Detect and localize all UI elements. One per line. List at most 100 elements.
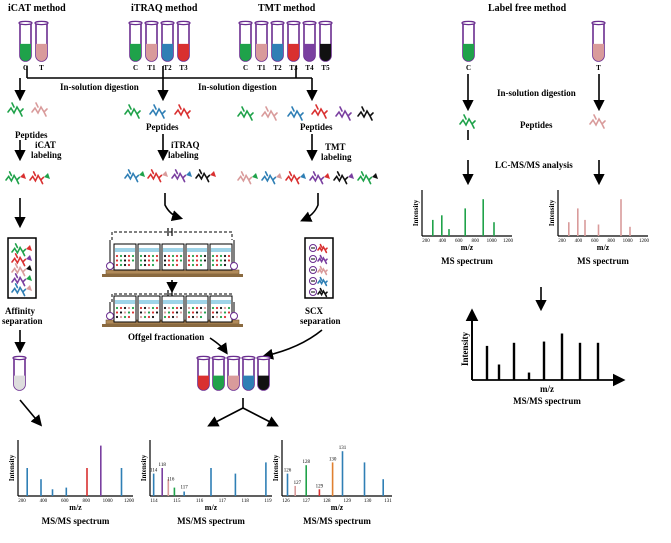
offgel-dot xyxy=(167,311,171,314)
offgel-dot xyxy=(223,311,227,314)
lcms-label: LC-MS/MS analysis xyxy=(495,160,573,170)
offgel-dot xyxy=(195,263,199,267)
tick-label: 129 xyxy=(343,499,351,504)
affinity-column xyxy=(7,237,37,299)
offgel-dot xyxy=(131,254,135,258)
offgel-dot xyxy=(187,259,191,262)
offgel-fraction-tube-3 xyxy=(226,355,241,391)
offgel-dot xyxy=(203,254,207,258)
offgel-dot xyxy=(203,306,207,310)
offgel-dot xyxy=(167,263,171,267)
peptide-glyph xyxy=(261,106,278,121)
tick-label: 115 xyxy=(173,499,181,504)
offgel-dot xyxy=(119,254,123,258)
scx-label-1: SCX xyxy=(305,306,324,316)
offgel-dot xyxy=(143,315,147,319)
peptide-glyph xyxy=(11,283,27,297)
tick-label: 200 xyxy=(18,499,26,504)
offgel-dot xyxy=(187,315,191,319)
offgel-dot xyxy=(223,259,227,262)
offgel-dot xyxy=(215,315,219,319)
spectrum-title: MS spectrum xyxy=(577,256,629,266)
tick-label: 128 xyxy=(323,499,331,504)
tick-label: 127 xyxy=(303,499,311,504)
peptide-glyph xyxy=(7,102,24,117)
peptide-glyph xyxy=(174,104,191,119)
spectrum-title: MS/MS spectrum xyxy=(513,396,581,406)
labelfree-arrows xyxy=(462,74,605,312)
y-axis-label: Intensity xyxy=(140,454,148,481)
offgel-dot xyxy=(175,254,179,258)
peptides-label-tmt: Peptides xyxy=(300,122,333,132)
y-axis-label: Intensity xyxy=(412,199,420,226)
offgel-dot xyxy=(199,259,203,262)
offgel-dot xyxy=(147,263,151,267)
tmt-tube-t5: T5 xyxy=(318,20,333,72)
itraq-labeling-2: labeling xyxy=(168,150,199,160)
peptide-glyph xyxy=(311,104,328,119)
peptide-glyph xyxy=(357,171,373,185)
offgel-dot xyxy=(195,254,199,258)
offgel-dot xyxy=(139,254,143,258)
fraction-tubes xyxy=(12,355,271,391)
icat-labeling-1: iCAT xyxy=(35,140,56,150)
tmt-tube-t4: T4 xyxy=(302,20,317,72)
peptide-glyph xyxy=(147,169,163,183)
tube-label: C xyxy=(133,64,138,72)
tube-label: C xyxy=(23,64,28,72)
tick-label: 1200 xyxy=(503,239,514,244)
offgel-dot xyxy=(179,259,183,262)
offgel-dot xyxy=(191,263,195,267)
offgel-dot xyxy=(139,311,143,314)
tube-label: T4 xyxy=(305,64,314,72)
peak-label: 127 xyxy=(294,481,302,486)
tube-label: T1 xyxy=(147,64,156,72)
offgel-dot xyxy=(187,306,191,310)
offgel-dot xyxy=(147,259,151,262)
offgel-dot xyxy=(215,254,219,258)
offgel-dot xyxy=(227,311,231,314)
offgel-dot xyxy=(223,315,227,319)
offgel-dot xyxy=(227,306,231,310)
tmt-labeling-2: labeling xyxy=(321,152,352,162)
offgel-dot xyxy=(143,259,147,262)
spectrum-arrows xyxy=(19,398,279,427)
tag-glyph xyxy=(300,173,306,179)
offgel-dot xyxy=(187,263,191,267)
scx-column xyxy=(304,237,334,299)
offgel-dot xyxy=(199,311,203,314)
peptide-glyphs xyxy=(7,102,606,129)
offgel-dot xyxy=(143,306,147,310)
peak-label: 129 xyxy=(316,484,324,489)
spectrum-title: MS/MS spectrum xyxy=(42,516,110,526)
offgel-dot xyxy=(175,263,179,267)
offgel-fraction-tube-2 xyxy=(211,355,226,391)
tube-label: T xyxy=(39,64,44,72)
offgel-dot xyxy=(147,315,151,319)
offgel-dot xyxy=(119,259,123,262)
offgel-dot xyxy=(123,306,127,310)
affinity-label-1: Affinity xyxy=(5,306,35,316)
offgel-dot xyxy=(223,306,227,310)
offgel-dot xyxy=(119,311,123,314)
offgel-dot xyxy=(191,306,195,310)
itraq-method-title: iTRAQ method xyxy=(131,3,198,14)
offgel-dot xyxy=(191,315,195,319)
tag-glyph xyxy=(252,173,258,179)
peptide-glyph xyxy=(195,169,211,183)
tag-glyph xyxy=(26,265,32,271)
offgel-dot xyxy=(155,259,159,262)
lf-digestion-label: In-solution digestion xyxy=(497,88,576,98)
tmt-method-title: TMT method xyxy=(258,3,316,14)
tube-label: C xyxy=(466,64,471,72)
tick-label: 1000 xyxy=(623,239,634,244)
tmt-labeling-1: TMT xyxy=(325,142,346,152)
tmt-tube-t3: T3 xyxy=(286,20,301,72)
offgel-fraction-tube-4 xyxy=(241,355,256,391)
offgel-dot xyxy=(215,259,219,262)
tag-glyph xyxy=(324,173,330,179)
peptide-glyph xyxy=(317,265,328,276)
